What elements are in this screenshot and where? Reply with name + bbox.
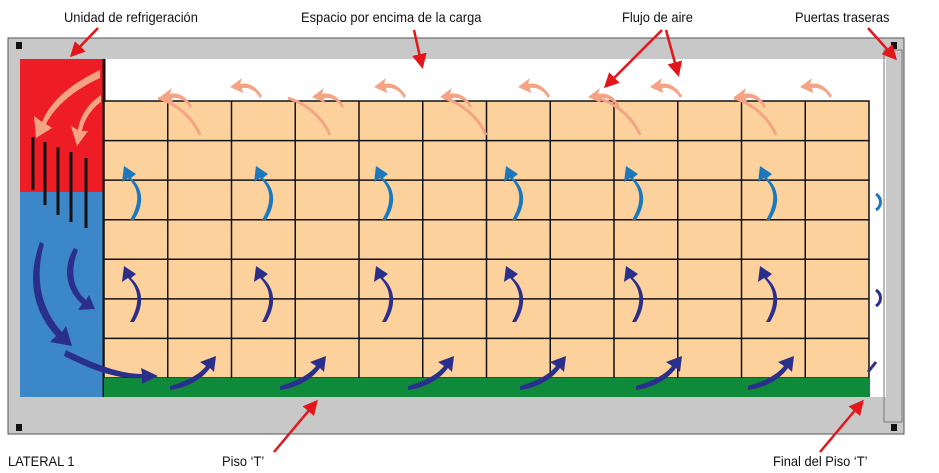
warm-air-plume [443,96,488,136]
cool-air-arrow-light [374,166,394,220]
cargo-load [103,100,870,379]
corner-fitting-tl [16,42,22,49]
corner-fitting-br [891,424,897,431]
cool-air-arrow-light [254,166,274,220]
warm-air-arrow [230,78,262,98]
arrow-space-above-load [412,29,427,69]
cool-air-arrow-light [758,166,778,220]
warm-air-arrow [374,78,406,98]
label-t-floor-end: Final del Piso ‘T’ [773,453,868,469]
cool-air-arrows-upper [122,166,882,220]
warm-air-plume [597,96,642,136]
label-side-1: LATERAL 1 [8,453,75,469]
warm-air-plume [733,96,778,136]
floor-air-arrow [866,361,878,373]
warm-air-arrow [160,88,192,108]
warm-air-arrow [440,88,472,108]
warm-air-arrow [312,88,344,108]
label-refrigeration-unit: Unidad de refrigeración [64,9,198,25]
warm-air-arrow [734,88,766,108]
cool-air-arrows-lower [122,266,882,322]
floor-air-arrow [408,356,454,390]
arrow-refrigeration-unit [69,27,99,58]
arrow-airflow-1 [603,29,663,89]
corner-fitting-bl [16,424,22,431]
cool-air-arrow-dark [624,266,644,322]
cool-air-arrow-dark [875,288,882,308]
cool-air-arrow-dark [122,266,142,322]
arrow-t-floor-end [819,399,864,453]
label-rear-doors: Puertas traseras [795,9,890,25]
label-airflow: Flujo de aire [622,9,693,25]
cool-air-arrow-light [122,166,142,220]
unit-return-air-arrows [34,70,101,146]
floor-air-arrow [170,356,216,390]
floor-air-arrow [636,356,682,390]
floor-air-arrows [170,356,878,390]
cool-air-arrow-light [504,166,524,220]
label-space-above-load: Espacio por encima de la carga [301,9,482,25]
arrow-rear-doors [867,27,898,61]
corner-fitting-tr [891,42,897,49]
floor-air-arrow [748,356,794,390]
cool-air-arrow-dark [504,266,524,322]
warm-air-arrow [518,78,550,98]
cool-air-arrow-dark [758,266,778,322]
unit-supply-air-arrows [33,242,158,384]
warm-air-arrow [800,78,832,98]
warm-air-plume [157,96,202,136]
label-t-floor: Piso ‘T’ [222,453,265,469]
cool-air-arrow-light [624,166,644,220]
arrow-airflow-2 [664,29,683,77]
warm-air-plume [287,96,332,136]
warm-air-arrow [588,88,620,108]
floor-air-arrow [280,356,326,390]
annotation-arrows [69,27,898,453]
warm-air-arrows [157,78,832,136]
cool-air-arrow-dark [254,266,274,322]
warm-air-arrow [650,78,682,98]
arrow-t-floor [273,399,318,453]
cool-air-arrow-dark [374,266,394,322]
evaporator-fins [31,137,88,228]
floor-air-arrow [520,356,566,390]
cool-air-arrow-light [875,192,882,212]
